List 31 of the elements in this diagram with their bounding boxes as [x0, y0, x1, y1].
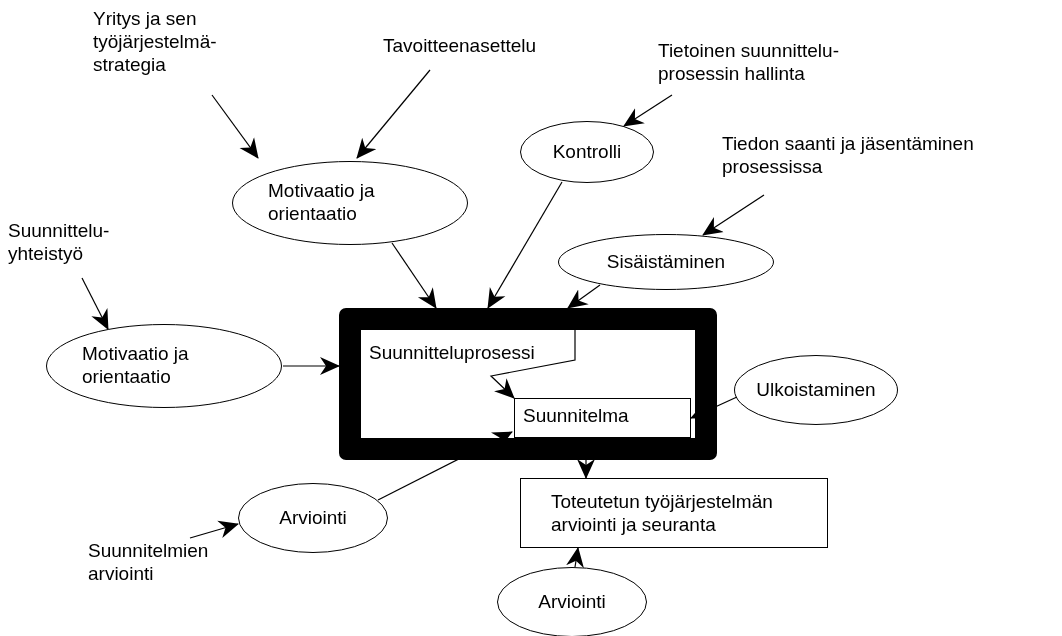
arrow [489, 329, 576, 399]
arrow [377, 431, 513, 501]
frame-heading: Suunnitteluprosessi [369, 342, 535, 365]
arrow [487, 181, 563, 309]
process-frame [339, 308, 717, 460]
node-label: Kontrolli [552, 140, 622, 164]
note-text: Tietoinen suunnittelu- prosessin hallinta [658, 40, 903, 95]
node-label: Arviointi [538, 590, 606, 614]
note-text: Tavoitteenasettelu [383, 35, 558, 65]
result-box: Toteutetun työjärjestelmän arviointi ja seuranta [520, 478, 828, 548]
arrow [189, 520, 239, 539]
note-text: Tiedon saanti ja jäsentäminen prosessissa [722, 133, 1060, 193]
note-text: Suunnittelu- yhteistyö [8, 220, 133, 278]
node-label: Motivaatio ja orientaatio [82, 343, 190, 389]
arrow [690, 396, 738, 419]
arrow [567, 284, 601, 309]
node-label: Motivaatio ja orientaatio [268, 180, 376, 226]
arrow [81, 277, 109, 330]
arrow [391, 242, 437, 309]
note-text: Yritys ja sen työjärjestelmä- strategia [93, 8, 268, 94]
node-label: Sisäistäminen [606, 250, 726, 274]
result-box: Suunnitelma [514, 398, 691, 438]
arrow [623, 94, 673, 127]
note-text: Suunnitelmien arviointi [88, 540, 248, 598]
node-label: Ulkoistaminen [756, 378, 876, 402]
arrow [566, 547, 584, 569]
arrow [282, 357, 340, 375]
arrow [702, 194, 765, 236]
node-label: Arviointi [279, 506, 347, 530]
arrow [211, 94, 259, 159]
arrow [356, 69, 431, 159]
